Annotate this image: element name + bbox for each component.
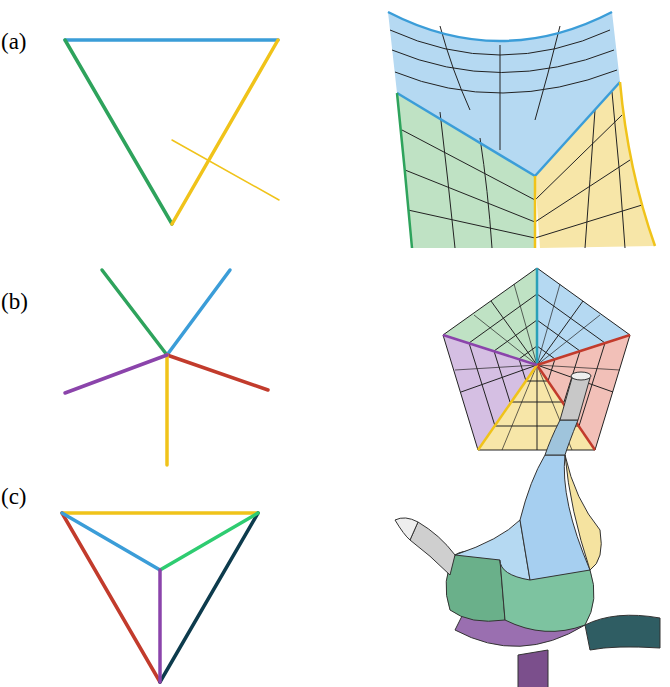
triangle-graph bbox=[65, 40, 279, 224]
tube-surface bbox=[395, 372, 660, 687]
panel-label: (b) bbox=[1, 290, 28, 313]
tetrahedron-graph bbox=[62, 513, 258, 682]
panel-label: (c) bbox=[1, 485, 27, 508]
star-graph bbox=[65, 270, 268, 465]
pentagon-surface bbox=[443, 268, 630, 450]
panel-label: (a) bbox=[1, 30, 27, 53]
three-lobe-surface bbox=[388, 12, 655, 248]
